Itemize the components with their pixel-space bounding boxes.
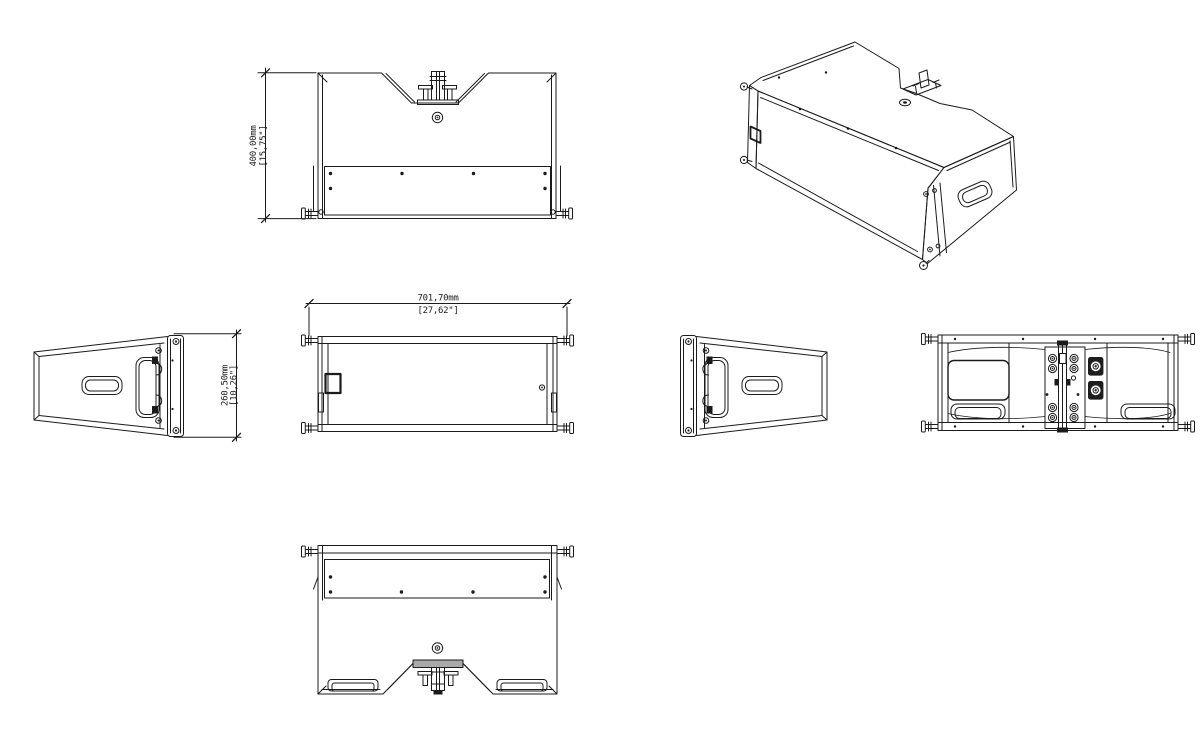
rigging-plate — [412, 659, 464, 668]
rigging-pin — [921, 420, 939, 433]
iso-front-face — [755, 90, 945, 260]
side-right-outline — [696, 336, 828, 436]
front-view — [301, 334, 574, 434]
dimension-height-metric: 260,50mm — [221, 365, 231, 406]
side-right-handle — [741, 376, 783, 395]
side-right-recess — [704, 357, 729, 418]
side-view-right — [680, 335, 828, 437]
iso-top-face — [749, 41, 1014, 168]
rear-view — [921, 333, 1195, 433]
top-view-panel-screws — [328, 171, 547, 191]
rigging-pin — [555, 207, 573, 220]
iso-end-cap — [747, 85, 762, 169]
side-right-rigging-rail — [680, 335, 697, 437]
dimension-depth-imperial: [15,75"] — [259, 126, 269, 167]
dimension-depth-metric: 400,00mm — [249, 126, 259, 167]
side-left-outline — [33, 336, 168, 436]
side-left-handle — [81, 376, 123, 395]
isometric-view — [739, 41, 1017, 270]
dimension-height-imperial: [10,26"] — [230, 365, 240, 406]
rigging-pin — [301, 545, 319, 558]
side-left-rigging-rail — [167, 335, 184, 437]
rigging-pin — [301, 334, 319, 347]
rigging-bracket-top — [417, 71, 459, 105]
front-screw-hole — [538, 384, 546, 391]
rear-edge-screws — [953, 337, 1165, 428]
side-view-left — [33, 335, 184, 437]
bottom-view — [301, 545, 574, 695]
side-right-latch-hardware — [690, 347, 713, 424]
rear-rigging-column — [1044, 340, 1086, 433]
side-left-latch-hardware — [152, 347, 174, 424]
dimension-width: 701,70mm [27,62"] — [304, 294, 572, 337]
side-left-recess — [135, 357, 160, 418]
dimension-width-imperial: [27,62"] — [418, 306, 459, 316]
rigging-pin — [301, 207, 319, 220]
rigging-pin — [556, 545, 574, 558]
rear-handle-right — [1120, 403, 1176, 420]
top-grip-knob — [431, 111, 444, 124]
rigging-pin — [1177, 420, 1195, 433]
rigging-pin — [556, 422, 574, 434]
bottom-rear-panel — [324, 559, 550, 599]
top-view-outline — [317, 72, 557, 219]
rigging-pin — [556, 334, 574, 347]
dimension-depth: 400,00mm [15,75"] — [249, 67, 317, 224]
speakon-connector-top — [1088, 357, 1104, 376]
front-view-outline — [317, 336, 558, 432]
front-port-square — [324, 372, 342, 395]
dimension-width-metric: 701,70mm — [418, 294, 459, 304]
top-view — [301, 71, 573, 220]
rigging-bracket-bottom — [417, 667, 459, 695]
rubber-foot-right — [496, 679, 548, 692]
rigging-pin — [1177, 333, 1195, 345]
iso-rigging-pins — [739, 82, 930, 270]
rigging-pin — [921, 333, 939, 345]
iso-rail-screws — [923, 188, 941, 253]
rear-handle-left — [950, 403, 1006, 420]
iso-rigging-bracket — [902, 69, 942, 96]
rigging-pin — [301, 422, 319, 434]
speakon-connector-bottom — [1088, 381, 1104, 400]
rubber-foot-left — [327, 679, 379, 692]
iso-top-knob — [899, 98, 911, 107]
bottom-panel-screws — [328, 575, 547, 594]
bottom-grip-knob — [431, 642, 444, 654]
dimension-height: 260,50mm [10,26"] — [173, 329, 242, 442]
top-view-rear-panel — [324, 166, 551, 216]
iso-side-handle — [957, 180, 993, 208]
rear-label-panel — [947, 359, 1010, 401]
